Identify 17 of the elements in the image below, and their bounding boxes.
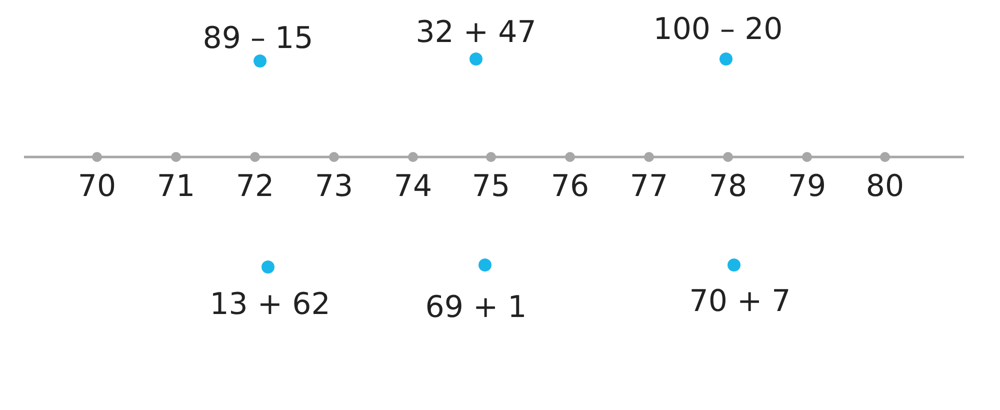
tick-label: 80	[866, 172, 904, 202]
tick-label: 72	[236, 172, 274, 202]
tick-label: 75	[472, 172, 510, 202]
tick-label: 76	[550, 172, 590, 202]
tick-label: 79	[788, 172, 826, 202]
tick-label: 74	[394, 172, 432, 202]
tick-label: 73	[314, 172, 354, 202]
tick-label: 78	[708, 172, 748, 202]
math-expression: 70 + 7	[689, 287, 791, 317]
math-expression: 69 + 1	[425, 293, 527, 323]
math-expression: 89 – 15	[202, 24, 314, 54]
math-expression: 32 + 47	[416, 18, 536, 48]
tick-label: 71	[156, 172, 196, 202]
math-expression: 13 + 62	[210, 290, 330, 320]
tick-label: 77	[630, 172, 668, 202]
tick-label: 70	[78, 172, 116, 202]
math-expression: 100 – 20	[653, 15, 783, 45]
